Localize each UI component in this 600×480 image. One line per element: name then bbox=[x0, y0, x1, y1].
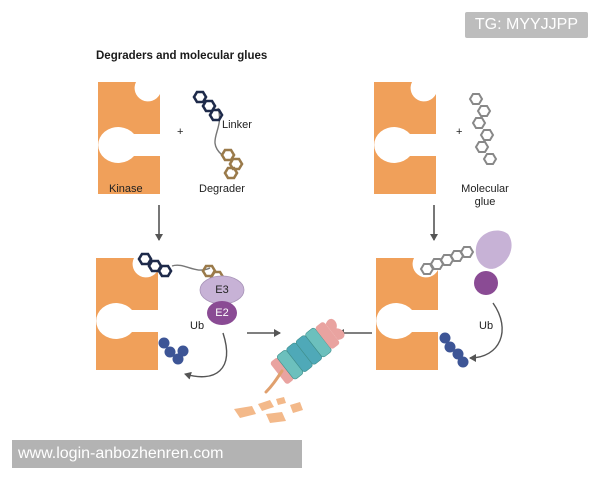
degrader-bound bbox=[137, 252, 225, 284]
plus-sign-right: + bbox=[456, 126, 463, 138]
degrader-molecule bbox=[192, 90, 244, 180]
molecular-glue-label-line1: Molecular bbox=[461, 183, 509, 195]
figure-title: Degraders and molecular glues bbox=[96, 50, 268, 62]
kinase-label: Kinase bbox=[109, 183, 143, 195]
kinase-shape-top-right bbox=[374, 82, 436, 194]
e2-enzyme-right bbox=[474, 271, 498, 295]
linker-label: Linker bbox=[222, 119, 252, 131]
ub-label-right: Ub bbox=[479, 320, 494, 332]
ubiquitin-chain-right bbox=[439, 332, 469, 368]
kinase-shape-top-left bbox=[98, 82, 160, 194]
degrader-label: Degrader bbox=[199, 183, 245, 195]
molecular-glue-label-line2: glue bbox=[474, 196, 496, 208]
watermark-footer: www.login-anbozhenren.com bbox=[12, 440, 302, 468]
degraded-fragments bbox=[234, 397, 303, 423]
e2-label: E2 bbox=[215, 307, 229, 319]
plus-sign-left: + bbox=[177, 126, 184, 138]
curved-arrow-right bbox=[469, 302, 503, 362]
polypeptide-strand bbox=[264, 369, 284, 394]
kinase-shape-mid-left bbox=[96, 258, 158, 370]
watermark-badge: TG: MYYJJPP bbox=[464, 12, 588, 38]
molecular-glue-bound bbox=[419, 246, 475, 275]
e3-label: E3 bbox=[215, 284, 229, 296]
proteasome bbox=[270, 318, 345, 384]
molecular-glue-molecule bbox=[468, 93, 498, 165]
e2-enzyme bbox=[207, 301, 237, 325]
e3-ligase-right bbox=[475, 230, 512, 269]
ubiquitin-chain-left bbox=[158, 337, 189, 365]
ub-label-left: Ub bbox=[190, 320, 205, 332]
curved-arrow-left bbox=[184, 332, 228, 380]
